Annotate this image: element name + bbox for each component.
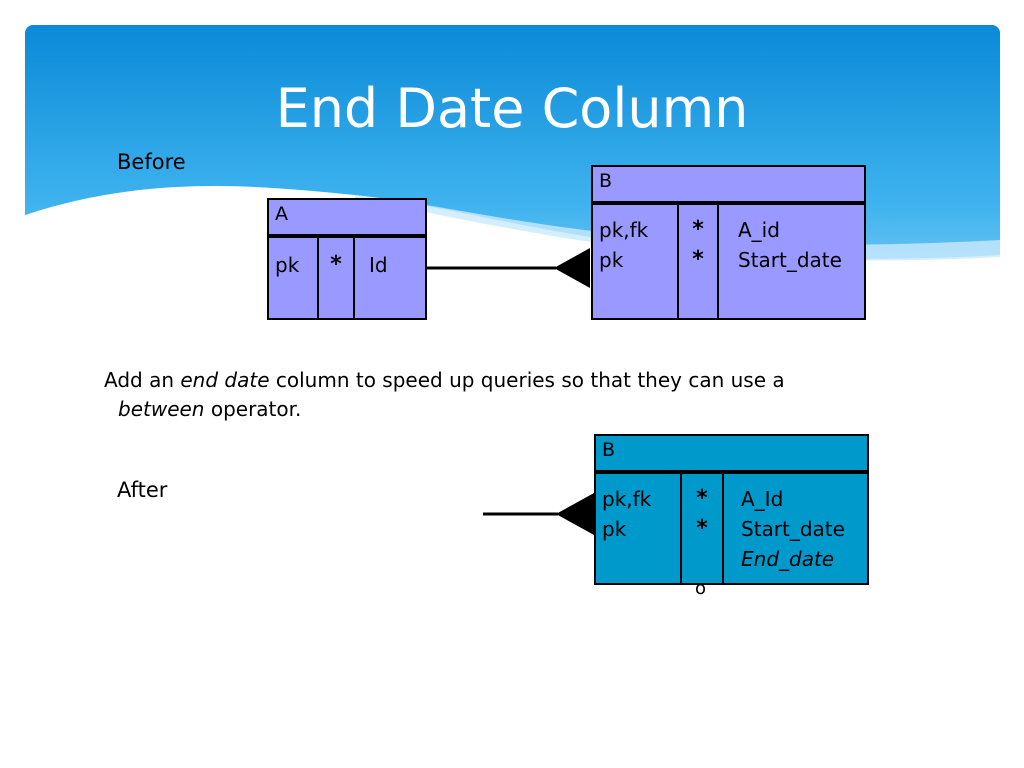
- paragraph-emphasis: between: [118, 397, 205, 421]
- entity-a-marker-column: *: [317, 238, 353, 318]
- entity-b-marker-column: * *: [680, 474, 722, 583]
- key-label: pk: [602, 517, 627, 541]
- entity-a-key-column: pk: [269, 238, 317, 318]
- entity-a-name: A: [269, 200, 425, 238]
- entity-b-key-column: pk,fk pk: [596, 474, 680, 583]
- entity-b-name: B: [593, 167, 864, 205]
- entity-a-before: A pk * Id: [267, 198, 427, 320]
- required-marker: *: [696, 516, 708, 541]
- field-label: Start_date: [741, 517, 845, 541]
- entity-b-after: B pk,fk pk * * A_Id Start_date End_date: [594, 434, 869, 585]
- before-label: Before: [117, 150, 186, 174]
- after-label: After: [117, 478, 168, 502]
- paragraph-emphasis: end date: [180, 368, 270, 392]
- key-label: pk,fk: [602, 487, 652, 511]
- entity-b-field-column: A_Id Start_date End_date: [722, 474, 867, 583]
- after-relationship-line: [483, 493, 594, 535]
- before-relationship-line: [427, 248, 590, 288]
- entity-b-name: B: [596, 436, 867, 474]
- required-marker: *: [330, 252, 342, 277]
- required-marker: *: [696, 486, 708, 511]
- key-label: pk,fk: [599, 218, 649, 242]
- explanation-paragraph: Add an end date column to speed up queri…: [104, 366, 844, 424]
- paragraph-text: operator.: [204, 397, 302, 421]
- entity-b-key-column: pk,fk pk: [593, 205, 677, 318]
- entity-a-field-column: Id: [353, 238, 425, 318]
- paragraph-text: column to speed up queries so that they …: [269, 368, 785, 392]
- field-label: Start_date: [738, 248, 842, 272]
- optional-marker: o: [695, 578, 707, 599]
- entity-b-marker-column: * *: [677, 205, 717, 318]
- required-marker: *: [692, 247, 704, 272]
- required-marker: *: [692, 217, 704, 242]
- paragraph-line-2: between operator.: [104, 395, 844, 424]
- field-label: Id: [369, 253, 388, 277]
- entity-b-before: B pk,fk pk * * A_id Start_date: [591, 165, 866, 320]
- key-label: pk: [275, 253, 300, 277]
- key-label: pk: [599, 248, 624, 272]
- field-label: A_Id: [741, 487, 784, 511]
- paragraph-text: Add an: [104, 368, 181, 392]
- field-label-optional: End_date: [741, 547, 835, 571]
- entity-b-field-column: A_id Start_date: [717, 205, 864, 318]
- slide-title: End Date Column: [275, 77, 749, 140]
- field-label: A_id: [738, 218, 780, 242]
